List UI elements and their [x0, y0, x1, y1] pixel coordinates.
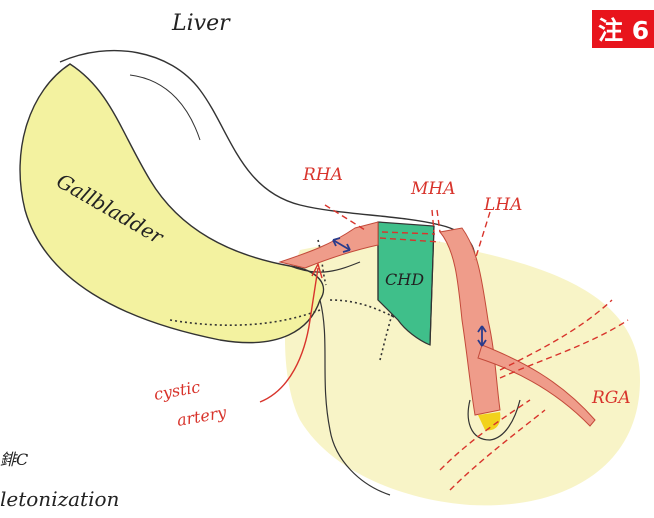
liver-inner-line [130, 75, 200, 140]
label-rga: RGA [591, 388, 631, 408]
label-lha: LHA [483, 195, 522, 215]
badge-label: 注 6 [598, 16, 649, 45]
label-chd: CHD [385, 270, 424, 289]
label-cystic: cystic [152, 377, 201, 404]
fragment-text-2: letonization [0, 487, 119, 511]
label-liver: Liver [171, 11, 231, 36]
fragment-text-1: 䤵C [0, 450, 28, 469]
label-artery: artery [175, 402, 228, 430]
label-rha: RHA [302, 165, 343, 185]
gallbladder-shape [20, 64, 323, 343]
label-mha: MHA [410, 179, 456, 199]
